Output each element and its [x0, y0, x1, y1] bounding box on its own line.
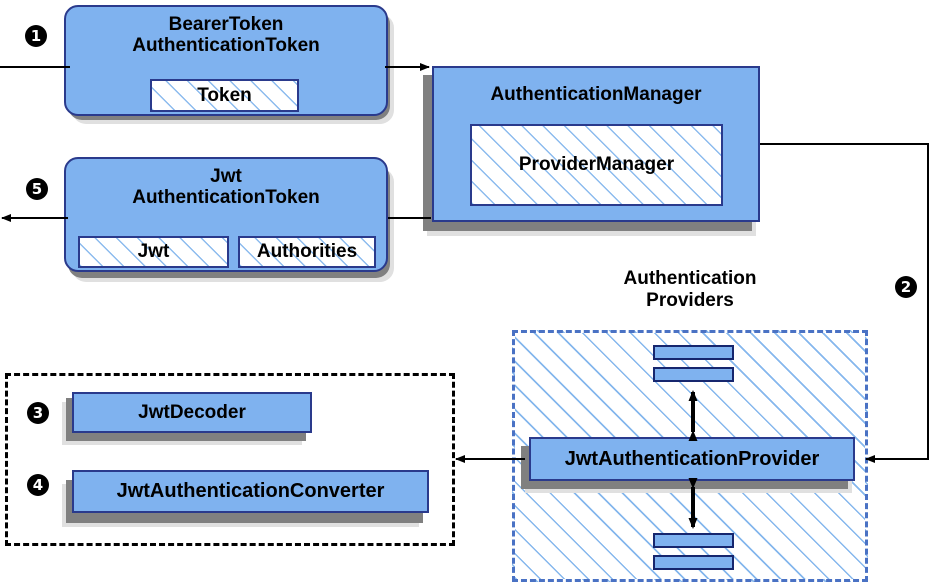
bearer-token-title: BearerToken AuthenticationToken	[132, 14, 320, 57]
node-jwt-decoder[interactable]: JwtDecoder	[72, 392, 312, 433]
provider-stack-bottom-bar-1	[653, 533, 734, 548]
provider-stack-top-bar-1	[653, 345, 734, 360]
jwt-decoder-title: JwtDecoder	[138, 401, 246, 423]
authentication-manager-field-provider-manager: ProviderManager	[470, 124, 723, 206]
jwt-token-field-jwt: Jwt	[78, 236, 229, 268]
jwt-support-group	[5, 373, 455, 546]
bearer-token-field-token: Token	[150, 79, 299, 112]
jwt-token-field-jwt-label: Jwt	[137, 241, 170, 262]
jwt-authentication-token-title: Jwt AuthenticationToken	[132, 166, 320, 209]
jwt-authentication-provider-title: JwtAuthenticationProvider	[564, 447, 820, 470]
bearer-token-field-token-label: Token	[197, 84, 252, 106]
badge-step-3: 3	[27, 402, 49, 424]
authentication-manager-title: AuthenticationManager	[490, 84, 702, 105]
node-jwt-authentication-converter[interactable]: JwtAuthenticationConverter	[72, 470, 429, 513]
node-jwt-authentication-provider[interactable]: JwtAuthenticationProvider	[529, 437, 855, 481]
jwt-token-field-authorities-label: Authorities	[256, 241, 358, 262]
jwt-token-field-authorities: Authorities	[238, 236, 376, 268]
jwt-authentication-converter-title: JwtAuthenticationConverter	[116, 480, 385, 503]
authentication-providers-label: Authentication Providers	[623, 268, 757, 311]
provider-stack-top-bar-2	[653, 367, 734, 382]
provider-stack-bottom-bar-2	[653, 555, 734, 570]
badge-step-2: 2	[895, 276, 917, 298]
provider-manager-label: ProviderManager	[518, 154, 675, 175]
badge-step-5: 5	[26, 178, 48, 200]
badge-step-1: 1	[25, 25, 47, 47]
badge-step-4: 4	[27, 474, 49, 496]
